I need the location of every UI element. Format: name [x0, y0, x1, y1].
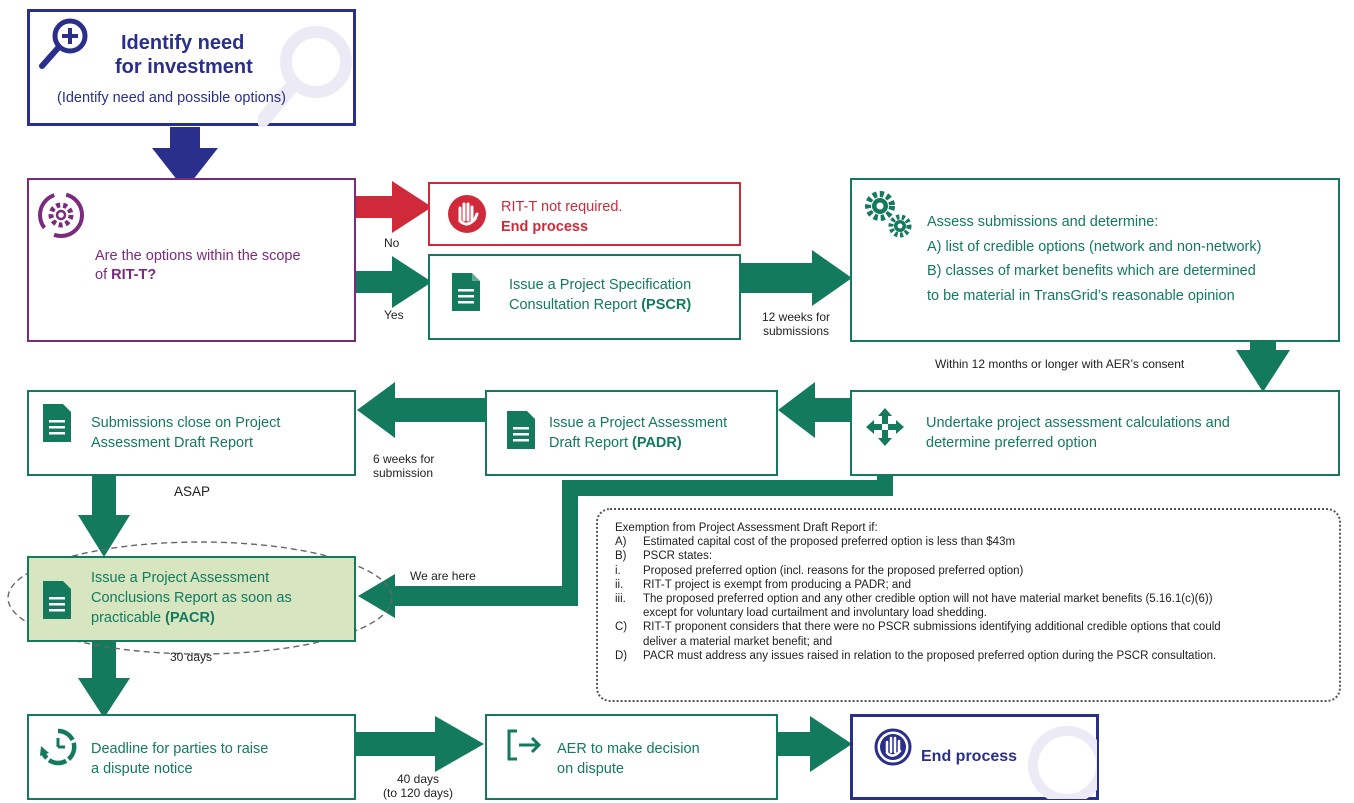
- magnifier-plus-icon: [39, 18, 88, 69]
- arrow-pscr-to-assess: [740, 250, 852, 306]
- gears-icon: [865, 191, 912, 238]
- assess-intro: Assess submissions and determine:: [927, 214, 1159, 230]
- gear-cycle-icon: [38, 192, 84, 238]
- dispute-deadline-box: Deadline for parties to raise a dispute …: [27, 714, 356, 800]
- assess-item-b-line1: B) classes of market benefits which are …: [927, 263, 1256, 279]
- padr-text: Issue a Project Assessment Draft Report: [549, 415, 728, 451]
- dispute-line1: Deadline for parties to raise: [91, 741, 269, 757]
- arrow-yes: [356, 256, 432, 308]
- end-process-red-text: End process: [501, 219, 589, 235]
- rit-t-not-required-box: RIT-T not required. End process: [428, 182, 741, 246]
- identify-need-box: Identify need for investment (Identify n…: [27, 9, 356, 127]
- yes-label: Yes: [384, 308, 404, 322]
- aer-line2: on dispute: [557, 761, 624, 777]
- dispute-line2: a dispute notice: [91, 761, 193, 777]
- undertake-line1: Undertake project assessment calculation…: [926, 415, 1230, 431]
- sign-in-icon: [507, 729, 542, 761]
- scope-question-bold: RIT-T?: [111, 267, 157, 283]
- scope-question-text: Are the options within the scope of: [95, 248, 301, 283]
- exemption-list: A)Estimated capital cost of the proposed…: [615, 535, 1339, 663]
- arrow-undertake-to-pacr: [358, 476, 893, 618]
- arrow-close-to-pacr: [78, 476, 130, 557]
- forty-days-label: 40 days(to 120 days): [383, 772, 454, 800]
- submissions-close-line1: Submissions close on Project: [91, 415, 281, 431]
- aer-decision-box: AER to make decision on dispute: [485, 714, 778, 800]
- thirty-days-label: 30 days: [170, 650, 213, 664]
- arrow-assess-to-undertake: [1236, 342, 1290, 392]
- stop-hand-icon: [874, 728, 912, 766]
- arrow-padr-to-close: [357, 382, 485, 438]
- pscr-box: Issue a Project Specification Consultati…: [428, 254, 741, 340]
- within-12-months-label: Within 12 months or longer with AER’s co…: [935, 357, 1185, 371]
- submissions-close-box: Submissions close on Project Assessment …: [27, 390, 356, 476]
- arrow-undertake-to-padr: [778, 382, 850, 438]
- end-process-text: End process: [921, 748, 1018, 765]
- exemption-item: D)PACR must address any issues raised in…: [615, 649, 1217, 662]
- padr-bold: (PADR): [632, 435, 682, 451]
- timer-icon: [40, 728, 77, 766]
- exemption-item: C)RIT-T proponent considers that there w…: [615, 621, 1221, 634]
- exemption-item: deliver a material market benefit; and: [643, 635, 833, 648]
- exemption-item: ii.RIT-T project is exempt from producin…: [615, 578, 912, 591]
- stop-hand-icon: [448, 195, 486, 233]
- document-icon: [452, 273, 480, 311]
- undertake-line2: determine preferred option: [926, 435, 1097, 451]
- undertake-assessment-box: Undertake project assessment calculation…: [850, 390, 1340, 476]
- document-icon: [43, 404, 71, 442]
- magnifier-watermark-icon: [258, 26, 352, 127]
- rit-t-not-required-text: RIT-T not required.: [501, 199, 623, 215]
- scope-question-box: Are the options within the scope of RIT-…: [27, 178, 356, 342]
- arrow-no: [356, 181, 432, 233]
- assess-item-b-line2: to be material in TransGrid’s reasonable…: [927, 287, 1235, 304]
- aer-line1: AER to make decision: [557, 741, 700, 757]
- exemption-item: except for voluntary load curtailment an…: [643, 607, 987, 620]
- document-icon: [507, 411, 535, 449]
- pacr-text: Issue a Project Assessment Conclusions R…: [91, 570, 292, 626]
- assess-item-a: A) list of credible options (network and…: [927, 238, 1262, 255]
- exemption-title: Exemption from Project Assessment Draft …: [615, 522, 878, 534]
- document-icon: [43, 581, 71, 619]
- pacr-bold: (PACR): [165, 610, 215, 626]
- identify-title-line2: for investment: [115, 56, 253, 78]
- pacr-box: Issue a Project Assessment Conclusions R…: [27, 556, 356, 642]
- identify-title-line1: Identify need: [121, 32, 245, 54]
- end-process-box: End process: [850, 714, 1099, 800]
- we-are-here-label: We are here: [410, 569, 476, 583]
- exemption-item: B)PSCR states:: [615, 550, 713, 563]
- hand-watermark-icon: [1028, 726, 1097, 799]
- assess-submissions-box: Assess submissions and determine: A) lis…: [850, 178, 1340, 342]
- padr-box: Issue a Project Assessment Draft Report …: [485, 390, 778, 476]
- arrow-aer-to-end: [778, 716, 852, 772]
- pscr-bold: (PSCR): [641, 296, 692, 313]
- submissions-close-line2: Assessment Draft Report: [91, 435, 253, 451]
- exemption-item: i.Proposed preferred option (incl. reaso…: [615, 564, 1024, 577]
- move-arrows-icon: [866, 408, 904, 446]
- exemption-item: iii.The proposed preferred option and an…: [615, 593, 1213, 606]
- no-label: No: [384, 236, 400, 250]
- arrow-pacr-to-dispute: [78, 640, 130, 718]
- we-are-here-ellipse: [7, 541, 393, 655]
- exemption-item: A)Estimated capital cost of the proposed…: [615, 536, 1016, 549]
- exemption-note-box: Exemption from Project Assessment Draft …: [596, 508, 1341, 702]
- asap-label: ASAP: [174, 484, 211, 499]
- arrow-dispute-to-aer: [355, 716, 484, 772]
- arrow-identify-to-scope: [152, 127, 218, 190]
- identify-subtitle: (Identify need and possible options): [57, 90, 286, 106]
- pscr-text: Issue a Project Specification Consultati…: [509, 277, 692, 313]
